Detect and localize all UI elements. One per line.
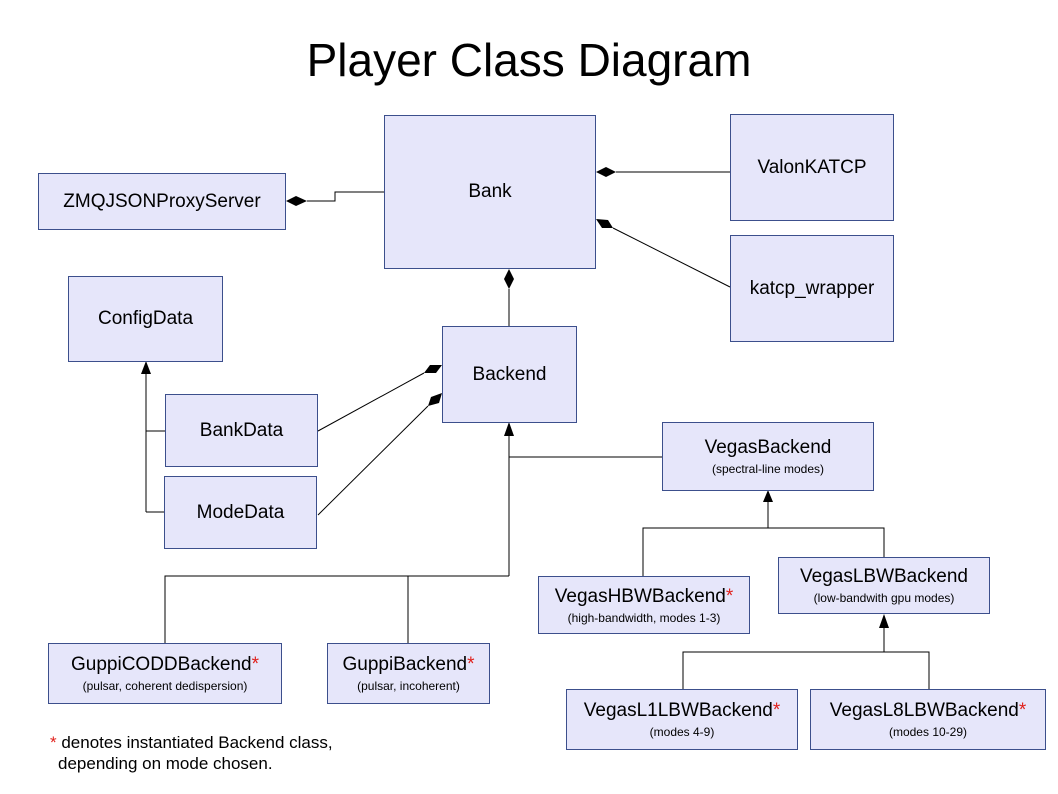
instantiated-star-marker: * bbox=[467, 654, 475, 675]
vegasl8lbw-class-note: (modes 10-29) bbox=[888, 725, 968, 739]
vegasl1lbw-class-name: VegasL1LBWBackend bbox=[583, 700, 773, 721]
arrow-backend bbox=[504, 422, 514, 436]
bankdata-class-box: BankData bbox=[165, 394, 318, 467]
guppicodd-class-note: (pulsar, coherent dedispersion) bbox=[82, 679, 248, 693]
vegaslbw-class-name: VegasLBWBackend bbox=[800, 566, 968, 587]
connector-guppi-backend bbox=[164, 575, 509, 643]
legend-note: * denotes instantiated Backend class, de… bbox=[50, 732, 333, 774]
bank-class-box: Bank bbox=[384, 115, 596, 269]
backend-class-name: Backend bbox=[472, 363, 547, 385]
configdata-class-name: ConfigData bbox=[97, 308, 194, 329]
valon-class-name: ValonKATCP bbox=[757, 156, 867, 178]
connector-l1-l8 bbox=[682, 651, 930, 689]
guppi-class-name: GuppiBackend bbox=[342, 654, 468, 675]
guppicodd-class-name: GuppiCODDBackend bbox=[71, 654, 252, 675]
arrow-config bbox=[141, 361, 151, 374]
diamond-bankdata bbox=[424, 365, 442, 373]
arrow-vegas bbox=[763, 490, 773, 502]
diamond-katcp bbox=[596, 219, 613, 228]
katcp-class-name: katcp_wrapper bbox=[749, 277, 875, 299]
legend-line-2: depending on mode chosen. bbox=[58, 754, 273, 773]
connector-katcp-bank bbox=[612, 227, 731, 288]
connector-zmq-bank bbox=[307, 191, 384, 202]
vegasbackend-class-name: VegasBackend bbox=[704, 437, 832, 458]
valon-class-box: ValonKATCP bbox=[730, 114, 894, 221]
zmq-proxy-class-box: ZMQJSONProxyServer bbox=[38, 173, 286, 230]
instantiated-star-marker: * bbox=[1018, 700, 1027, 721]
bankdata-class-name: BankData bbox=[199, 419, 284, 441]
instantiated-star-marker: * bbox=[772, 700, 781, 721]
bank-class-name: Bank bbox=[468, 181, 512, 202]
vegashbw-class-box: VegasHBWBackend* (high-bandwidth, modes … bbox=[538, 576, 750, 634]
vegaslbw-class-box: VegasLBWBackend (low-bandwith gpu modes) bbox=[778, 557, 990, 614]
guppicodd-class-box: GuppiCODDBackend* (pulsar, coherent dedi… bbox=[48, 643, 282, 704]
guppi-class-box: GuppiBackend* (pulsar, incoherent) bbox=[327, 643, 490, 704]
katcp-class-box: katcp_wrapper bbox=[730, 235, 894, 342]
configdata-class-box: ConfigData bbox=[68, 276, 223, 362]
vegasl1lbw-class-note: (modes 4-9) bbox=[649, 725, 715, 739]
backend-class-box: Backend bbox=[442, 326, 577, 423]
vegashbw-class-note: (high-bandwidth, modes 1-3) bbox=[567, 610, 721, 625]
vegasl1lbw-class-box: VegasL1LBWBackend* (modes 4-9) bbox=[566, 689, 798, 750]
connector-hbw-lbw bbox=[642, 527, 885, 576]
instantiated-star-marker: * bbox=[251, 654, 259, 675]
vegasl8lbw-class-box: VegasL8LBWBackend* (modes 10-29) bbox=[810, 689, 1046, 750]
vegashbw-class-name: VegasHBWBackend bbox=[554, 585, 726, 607]
diagram-title: Player Class Diagram bbox=[306, 34, 752, 86]
vegasbackend-class-box: VegasBackend (spectral-line modes) bbox=[662, 422, 874, 491]
vegasl8lbw-class-name: VegasL8LBWBackend bbox=[829, 700, 1019, 721]
guppi-class-note: (pulsar, incoherent) bbox=[357, 679, 460, 693]
diamond-modedata bbox=[428, 393, 442, 406]
diamond-valon bbox=[596, 167, 616, 177]
diamond-zmq bbox=[286, 196, 307, 206]
arrow-lbw bbox=[879, 614, 889, 628]
connector-modedata-backend bbox=[317, 405, 429, 516]
connector-bankdata-backend bbox=[317, 372, 425, 432]
vegaslbw-class-note: (low-bandwith gpu modes) bbox=[813, 591, 955, 605]
legend-star-marker: * bbox=[50, 733, 57, 752]
instantiated-star-marker: * bbox=[725, 585, 734, 607]
vegasbackend-class-note: (spectral-line modes) bbox=[711, 462, 825, 476]
modedata-class-box: ModeData bbox=[164, 476, 317, 549]
diamond-bank bbox=[504, 269, 514, 289]
modedata-class-name: ModeData bbox=[196, 501, 285, 523]
zmq-proxy-class-name: ZMQJSONProxyServer bbox=[63, 190, 261, 212]
legend-line-1: denotes instantiated Backend class, bbox=[56, 733, 333, 752]
